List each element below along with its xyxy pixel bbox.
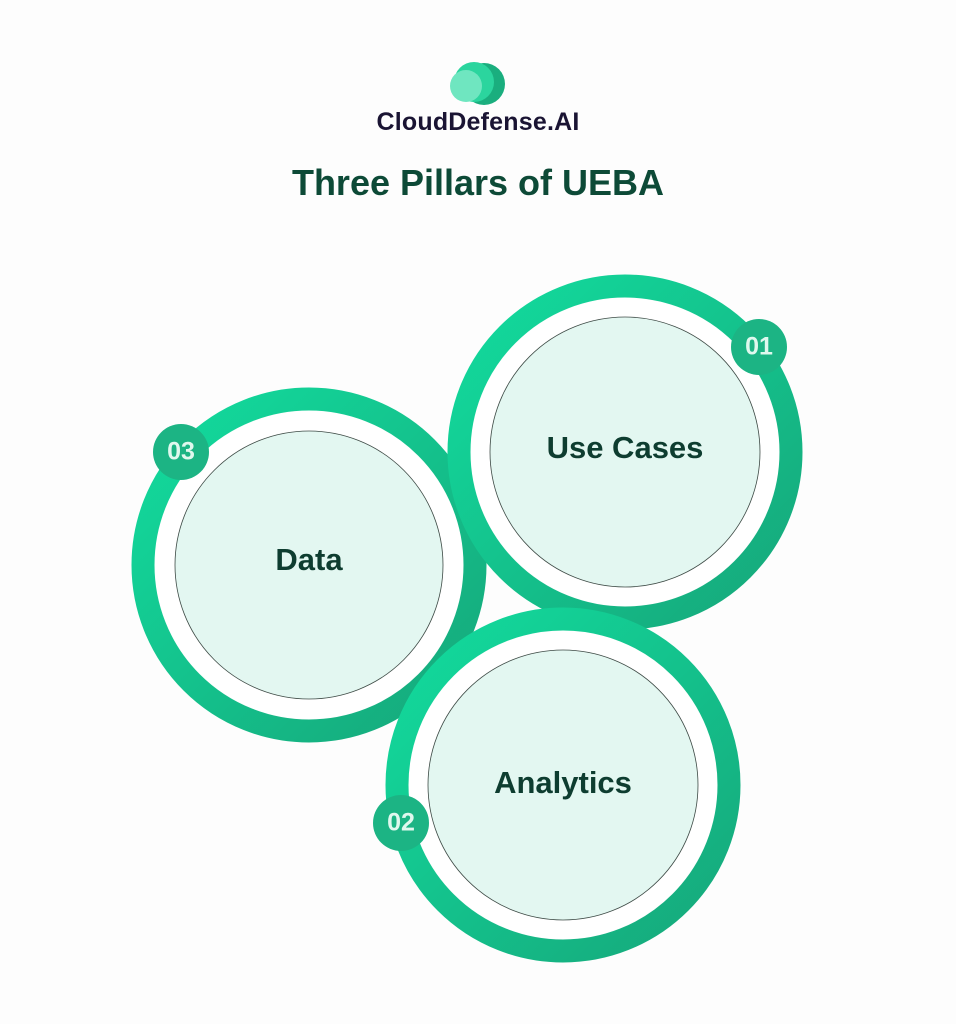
badge-number: 03 [167, 438, 195, 466]
badge-01 [731, 319, 787, 375]
pillar-label: Data [275, 542, 343, 577]
cloud-icon [450, 62, 505, 105]
brand-name: CloudDefense.AI [376, 108, 580, 136]
pillar-use-cases: Use Cases 01 [447, 274, 803, 630]
page-title: Three Pillars of UEBA [291, 162, 665, 203]
badge-number: 01 [745, 333, 773, 361]
badge-02 [373, 795, 429, 851]
badge-number: 02 [387, 809, 415, 837]
badge-03 [153, 424, 209, 480]
pillar-label: Analytics [494, 765, 632, 800]
pillar-data: Data 03 [131, 387, 487, 743]
pillar-label: Use Cases [547, 430, 704, 465]
pillar-analytics: Analytics 02 [373, 607, 741, 963]
